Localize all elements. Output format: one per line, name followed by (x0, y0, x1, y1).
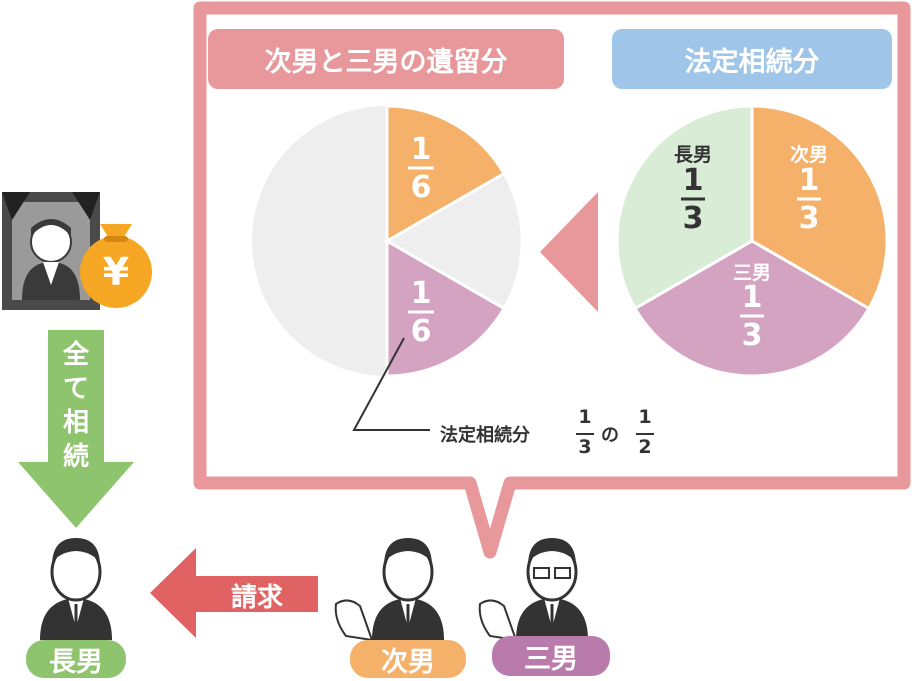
callout-prefix: 法定相続分 (440, 425, 530, 446)
inherit-char-4: 続 (62, 442, 89, 472)
right-header: 法定相続分 (612, 29, 892, 89)
callout-frac2-den: 2 (638, 436, 652, 458)
left-pie-chart (252, 104, 524, 378)
third-son-label: 三男 (492, 636, 610, 676)
left-header-text: 次男と三男の遺留分 (264, 46, 508, 78)
callout-frac1-num: 1 (578, 406, 592, 428)
right-pie-third-den: 3 (741, 318, 763, 353)
right-pie-slice-second (750, 104, 889, 311)
second-son-person-icon (334, 538, 444, 642)
right-pie-slice-eldest (615, 104, 754, 311)
eldest-son-label: 長男 (26, 640, 126, 678)
right-pie-second-name: 次男 (789, 144, 828, 166)
left-pie-remainder-slice (383, 171, 524, 311)
left-pie-slice-orange (385, 104, 507, 244)
yen-symbol: ¥ (102, 250, 130, 294)
claim-arrow (150, 548, 318, 638)
money-bag-icon (80, 224, 152, 308)
right-header-text: 法定相続分 (684, 46, 820, 78)
right-pie-chart (615, 104, 889, 378)
callout-particle: の (601, 425, 619, 446)
portrait-icon (2, 192, 100, 310)
inherit-arrow-label: 全 て 相 続 (58, 338, 94, 474)
right-pie-eldest-den: 3 (682, 201, 704, 236)
left-pie-label-orange-den: 6 (410, 170, 432, 205)
third-son-person-icon (478, 538, 588, 642)
inherit-char-1: 全 (62, 340, 89, 370)
eldest-son-label-text: 長男 (49, 646, 103, 678)
callout-frac2-num: 1 (638, 406, 652, 428)
inherit-char-2: て (62, 374, 89, 404)
right-pie-third-name: 三男 (732, 262, 771, 284)
callout-leader-line (352, 337, 430, 431)
right-pie-eldest-num: 1 (682, 163, 704, 198)
left-pie-slice-purple (385, 238, 507, 378)
right-pie-eldest-name: 長男 (673, 144, 712, 166)
inherit-arrow (18, 330, 134, 528)
second-son-label-text: 次男 (381, 646, 435, 678)
left-pie-label-purple-num: 1 (410, 276, 432, 311)
third-son-label-text: 三男 (524, 643, 578, 675)
left-pie-label-purple-den: 6 (410, 314, 432, 349)
left-header: 次男と三男の遺留分 (208, 29, 564, 89)
right-pie-second-den: 3 (798, 201, 820, 236)
callout-frac1-den: 3 (578, 436, 592, 458)
left-pie-label-orange-num: 1 (410, 132, 432, 167)
right-pie-third-num: 1 (741, 280, 763, 315)
claim-label: 請求 (230, 583, 283, 613)
inherit-char-3: 相 (62, 408, 89, 438)
eldest-son-person-icon (40, 538, 112, 640)
right-pie-second-num: 1 (798, 163, 820, 198)
pointer-triangle (540, 192, 598, 312)
second-son-label: 次男 (350, 640, 466, 678)
right-pie-slice-third (633, 239, 871, 378)
